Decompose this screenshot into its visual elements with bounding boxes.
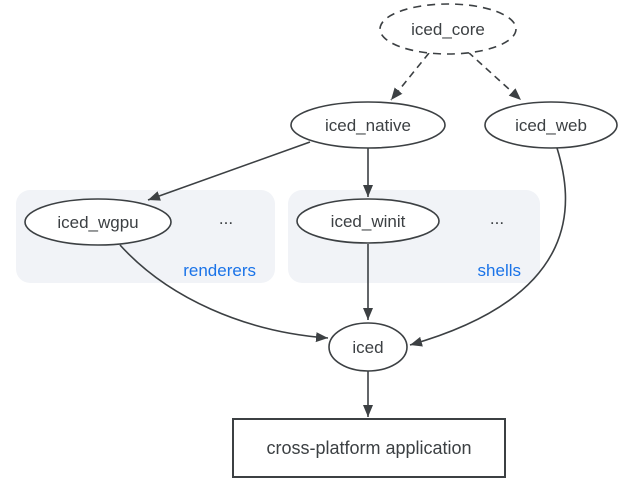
edge-iced-web-to-iced xyxy=(409,147,567,347)
edge-iced-core-to-iced-web xyxy=(467,51,522,101)
node-iced xyxy=(328,322,408,372)
node-iced-web xyxy=(484,101,618,149)
group-shells-ellipsis: ... xyxy=(490,209,504,228)
node-app-rect xyxy=(232,418,506,478)
edge-iced-native-to-iced-wgpu xyxy=(147,141,311,201)
node-iced-core xyxy=(379,3,517,55)
group-shells-label: shells xyxy=(478,261,521,280)
node-iced-wgpu xyxy=(24,198,172,246)
node-iced-winit xyxy=(296,198,440,244)
edge-iced-core-to-iced-native xyxy=(390,52,430,101)
node-iced-native-label: iced_native xyxy=(325,116,411,135)
edge-iced-wgpu-to-iced xyxy=(119,244,329,343)
group-renderers-ellipsis: ... xyxy=(219,209,233,228)
node-iced-core-label: iced_core xyxy=(411,20,485,39)
node-iced-native xyxy=(290,101,446,149)
node-iced-label: iced xyxy=(352,338,383,357)
group-renderers-label: renderers xyxy=(183,261,256,280)
node-iced-winit-label: iced_winit xyxy=(331,212,406,231)
node-app-label: cross-platform application xyxy=(266,438,471,458)
node-iced-web-label: iced_web xyxy=(515,116,587,135)
node-iced-wgpu-label: iced_wgpu xyxy=(57,213,138,232)
